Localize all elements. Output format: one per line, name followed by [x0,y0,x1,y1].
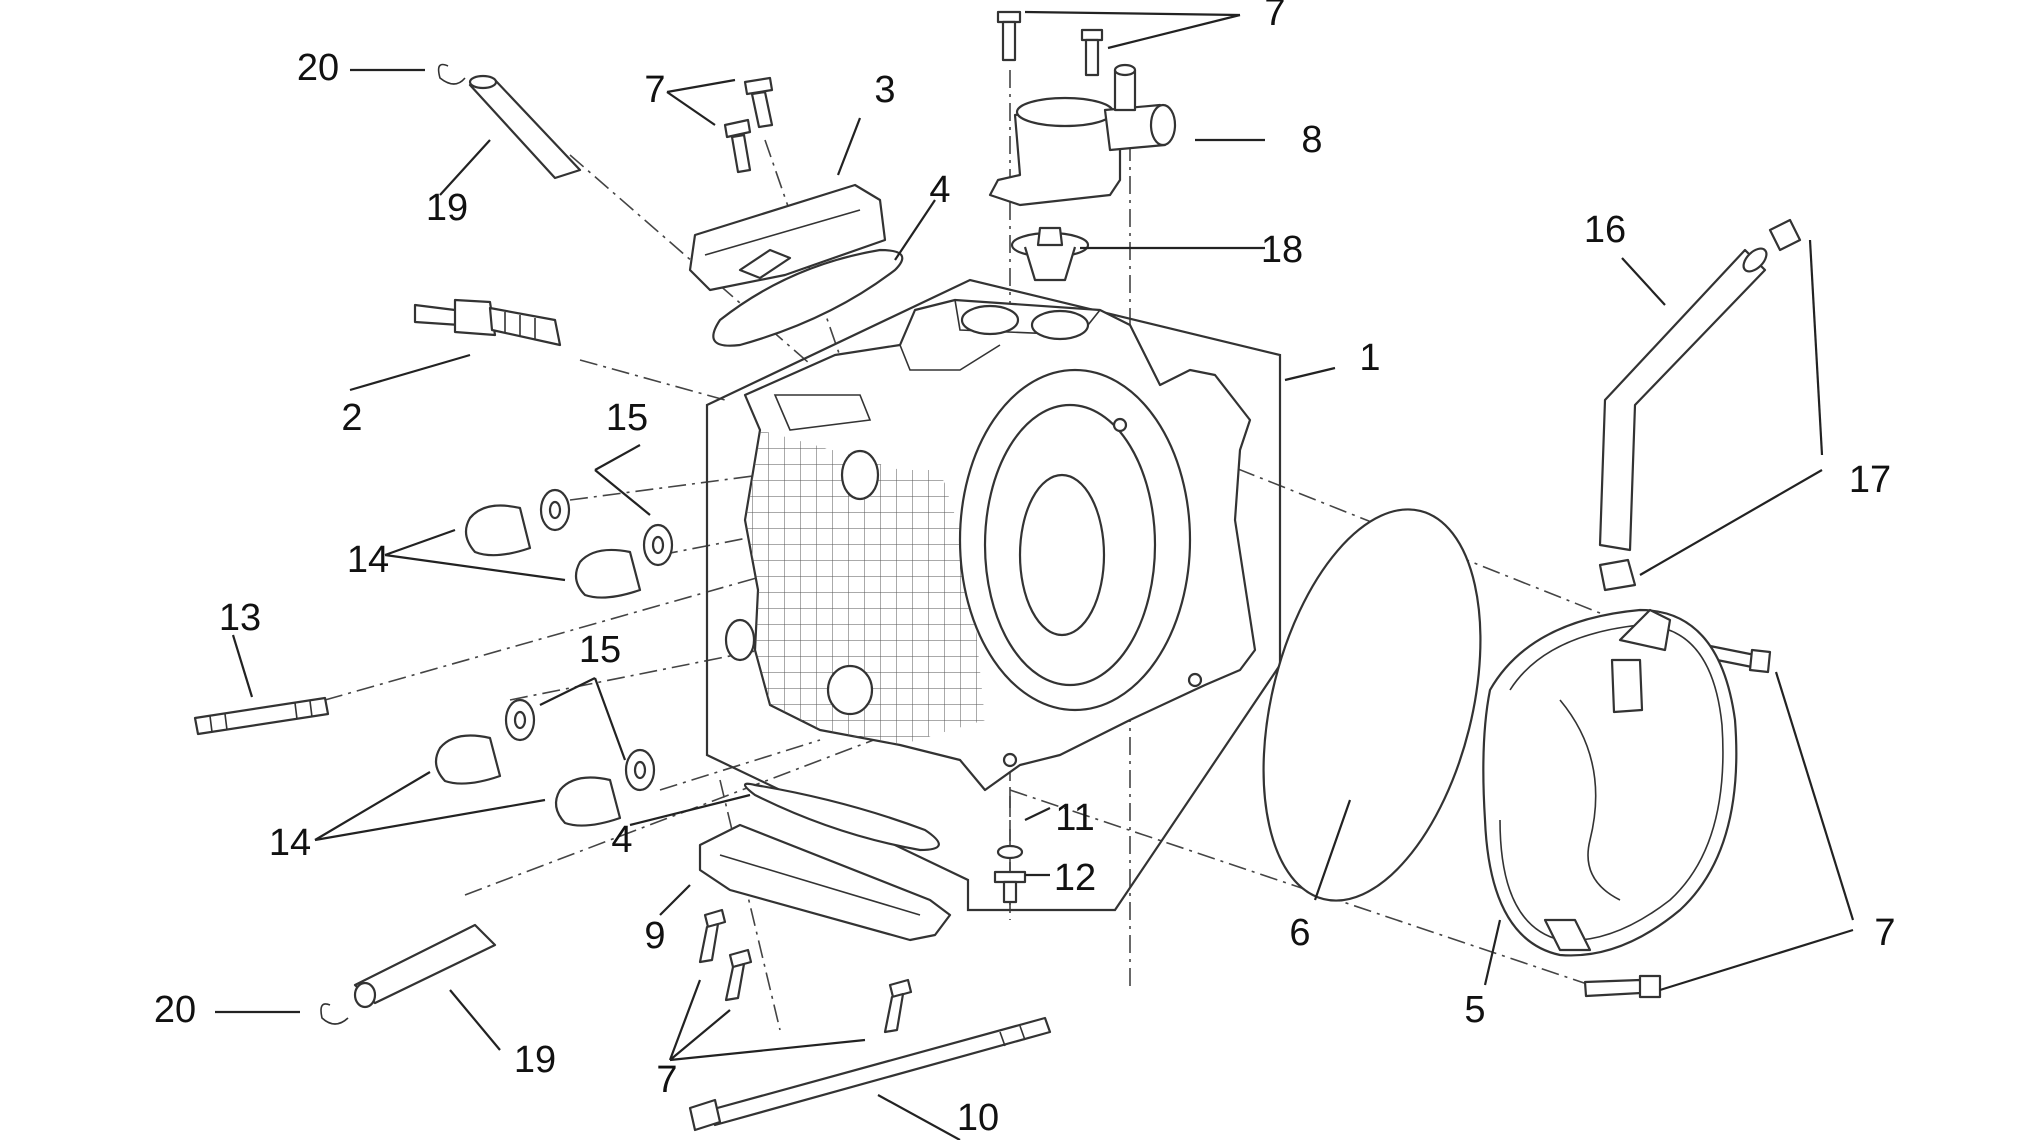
callout-16: 16 [1584,209,1626,251]
washers-15 [504,488,674,792]
callout-7-top: 7 [1264,0,1285,34]
thermostat [1010,226,1090,282]
callout-15-upper: 15 [606,397,648,439]
callout-7-bottom: 7 [656,1059,677,1101]
bolt-12 [993,870,1027,904]
callout-7-upper-left: 7 [644,69,665,111]
callout-15-lower: 15 [579,629,621,671]
callout-labels: 20 19 2 7 3 4 7 8 18 1 16 17 7 5 6 15 14… [154,0,1896,1139]
callout-8: 8 [1301,119,1322,161]
callout-1: 1 [1359,337,1380,379]
callout-4-upper: 4 [929,169,950,211]
o-ring-upper [712,248,904,347]
valve-cover-top [688,183,887,292]
callout-11: 11 [1055,797,1094,839]
callout-6: 6 [1289,912,1310,954]
caps-17 [1598,218,1802,592]
callout-7-right: 7 [1874,912,1895,954]
callout-10: 10 [957,1097,999,1139]
callout-14-lower: 14 [269,822,311,864]
valve-cover-bottom [698,823,952,942]
leader-lines [215,10,1855,1140]
washer-11 [996,844,1024,860]
side-cover-5 [1482,608,1738,957]
cylinder-head [705,278,1282,912]
callout-19-top: 19 [426,187,468,229]
pins-19 [353,74,582,1009]
spark-plug [413,298,562,347]
dome-nuts-14 [434,504,642,827]
long-bolt-10 [688,1016,1052,1132]
callout-20-bottom: 20 [154,989,196,1031]
callout-13: 13 [219,597,261,639]
o-ring-lower [743,782,940,852]
breather-hose-16 [1598,247,1768,552]
callout-12: 12 [1054,857,1096,899]
callout-20-top: 20 [297,47,339,89]
callout-4-lower: 4 [611,819,632,861]
o-ring-6 [1262,508,1482,902]
callout-17: 17 [1849,459,1891,501]
stud-13 [193,696,330,736]
callout-19-bottom: 19 [514,1039,556,1081]
callout-3: 3 [874,69,895,111]
callout-9: 9 [644,915,665,957]
circlips-20 [320,63,466,1025]
callout-18: 18 [1261,229,1303,271]
thermostat-housing [988,63,1177,207]
callout-14-upper: 14 [347,539,389,581]
callout-5: 5 [1464,989,1485,1031]
callout-2: 2 [341,397,362,439]
